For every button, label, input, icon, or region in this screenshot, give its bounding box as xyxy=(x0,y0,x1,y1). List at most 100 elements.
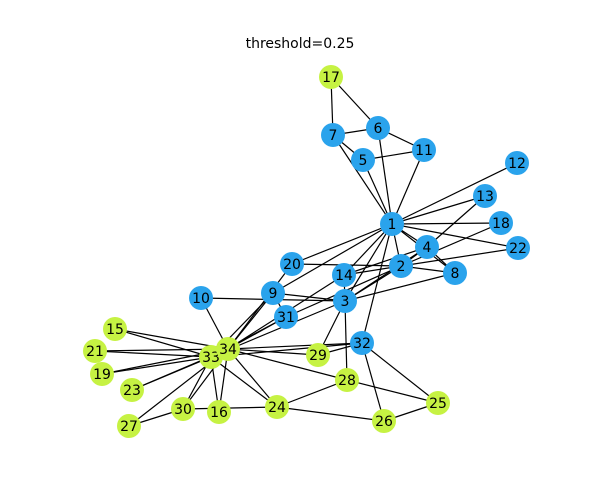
node-label: 14 xyxy=(335,268,353,284)
node-circle xyxy=(120,378,144,402)
node-label: 23 xyxy=(123,383,141,399)
node-24: 24 xyxy=(265,395,289,419)
edge-4-14 xyxy=(343,246,428,276)
node-circle xyxy=(207,400,231,424)
node-circle xyxy=(319,65,343,89)
node-circle xyxy=(415,235,439,259)
node-circle xyxy=(366,116,390,140)
node-circle xyxy=(274,305,298,329)
node-label: 9 xyxy=(269,286,278,302)
node-circle xyxy=(332,263,356,287)
node-circle xyxy=(216,337,240,361)
node-4: 4 xyxy=(415,235,439,259)
node-label: 1 xyxy=(388,217,397,233)
node-15: 15 xyxy=(103,317,127,341)
edge-24-26 xyxy=(276,406,385,422)
node-label: 34 xyxy=(219,342,237,358)
node-circle xyxy=(265,395,289,419)
node-circle xyxy=(83,339,107,363)
edge-20-34 xyxy=(227,263,293,350)
node-label: 5 xyxy=(359,153,368,169)
node-27: 27 xyxy=(117,414,141,438)
edge-1-20 xyxy=(291,223,393,265)
node-18: 18 xyxy=(489,211,513,235)
node-circle xyxy=(380,212,404,236)
node-circle xyxy=(117,414,141,438)
node-circle xyxy=(306,343,330,367)
edge-2-18 xyxy=(400,222,502,267)
edge-1-7 xyxy=(332,134,393,225)
node-circle xyxy=(473,184,497,208)
node-label: 31 xyxy=(277,310,295,326)
node-28: 28 xyxy=(335,368,359,392)
node-1: 1 xyxy=(380,212,404,236)
edge-2-22 xyxy=(400,247,519,267)
node-5: 5 xyxy=(351,148,375,172)
node-label: 12 xyxy=(508,156,526,172)
node-circle xyxy=(261,281,285,305)
node-label: 29 xyxy=(309,348,327,364)
node-label: 8 xyxy=(451,266,460,282)
node-label: 10 xyxy=(192,291,210,307)
node-16: 16 xyxy=(207,400,231,424)
node-label: 27 xyxy=(120,419,138,435)
node-circle xyxy=(280,252,304,276)
edge-15-33 xyxy=(114,328,212,358)
node-circle xyxy=(333,289,357,313)
edge-26-32 xyxy=(361,342,385,422)
node-3: 3 xyxy=(333,289,357,313)
node-label: 21 xyxy=(86,344,104,360)
edge-25-28 xyxy=(346,379,439,404)
node-22: 22 xyxy=(506,236,530,260)
node-6: 6 xyxy=(366,116,390,140)
node-circle xyxy=(321,123,345,147)
edge-1-32 xyxy=(361,223,393,344)
node-32: 32 xyxy=(350,331,374,355)
node-9: 9 xyxy=(261,281,285,305)
edge-25-32 xyxy=(361,342,439,404)
node-label: 2 xyxy=(397,259,406,275)
node-circle xyxy=(389,254,413,278)
node-2: 2 xyxy=(389,254,413,278)
edge-1-3 xyxy=(344,223,393,302)
node-label: 18 xyxy=(492,216,510,232)
node-14: 14 xyxy=(332,263,356,287)
edge-1-13 xyxy=(391,195,486,225)
node-circle xyxy=(189,286,213,310)
node-label: 20 xyxy=(283,257,301,273)
edge-1-18 xyxy=(391,222,502,225)
node-31: 31 xyxy=(274,305,298,329)
node-20: 20 xyxy=(280,252,304,276)
node-label: 30 xyxy=(174,402,192,418)
node-label: 15 xyxy=(106,322,124,338)
node-label: 28 xyxy=(338,373,356,389)
edge-24-28 xyxy=(276,379,348,408)
node-label: 25 xyxy=(429,396,447,412)
edge-1-9 xyxy=(272,223,393,294)
edge-21-33 xyxy=(94,350,212,358)
node-12: 12 xyxy=(505,151,529,175)
node-label: 24 xyxy=(268,400,286,416)
edge-3-28 xyxy=(344,300,348,381)
node-label: 16 xyxy=(210,405,228,421)
node-circle xyxy=(506,236,530,260)
node-label: 32 xyxy=(353,336,371,352)
edge-32-34 xyxy=(227,342,363,350)
edge-29-34 xyxy=(227,348,319,356)
node-21: 21 xyxy=(83,339,107,363)
node-label: 13 xyxy=(476,189,494,205)
node-label: 6 xyxy=(374,121,383,137)
node-circle xyxy=(335,368,359,392)
node-13: 13 xyxy=(473,184,497,208)
node-circle xyxy=(443,261,467,285)
node-label: 7 xyxy=(329,128,338,144)
edge-3-4 xyxy=(344,246,428,302)
node-label: 17 xyxy=(322,70,340,86)
edge-24-34 xyxy=(227,348,278,408)
node-circle xyxy=(351,148,375,172)
node-34: 34 xyxy=(216,337,240,361)
node-19: 19 xyxy=(90,362,114,386)
node-circle xyxy=(103,317,127,341)
node-30: 30 xyxy=(171,397,195,421)
